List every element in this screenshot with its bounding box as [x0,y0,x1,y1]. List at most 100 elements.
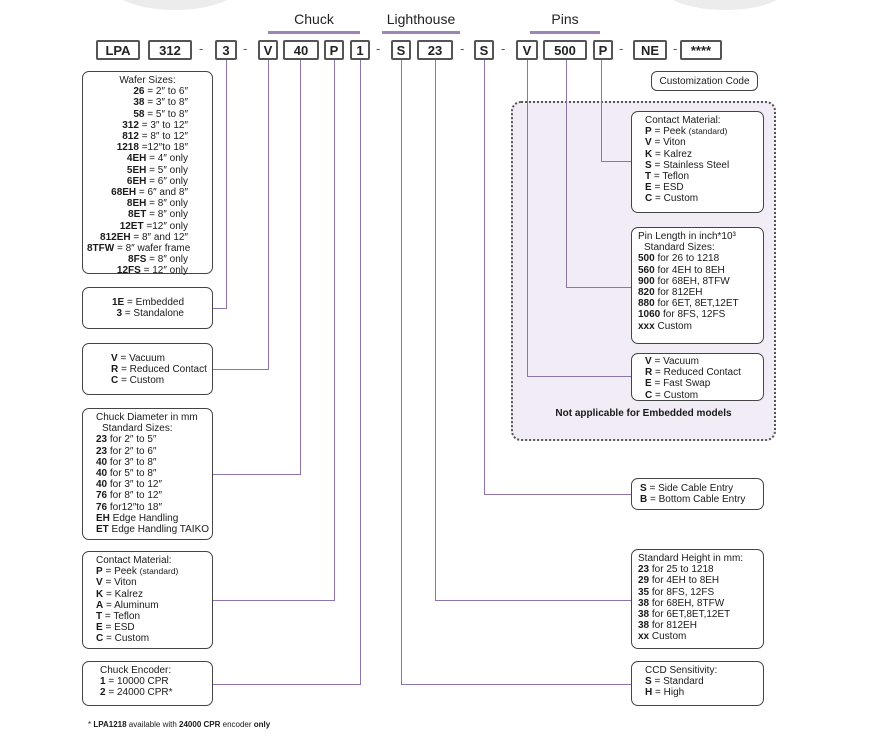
option-row: T = Teflon [96,611,208,622]
not-applicable-note: Not applicable for Embedded models [555,408,732,419]
pin-contact-material-box: Contact Material:P = Peek (standard)V = … [631,111,764,213]
option-row: C = Custom [96,633,208,644]
option-row: C = Custom [645,193,759,204]
option-code: 38 [638,597,650,609]
option-description: for12″to 18″ [107,501,163,513]
option-row: 40 for 3″ to 12″ [96,479,208,490]
option-code: 560 [638,264,655,276]
option-description: for 5″ to 8″ [107,468,157,480]
box-subtitle: Standard Sizes: [644,242,715,254]
box-title: Wafer Sizes: [119,75,176,86]
option-code: T [645,171,652,183]
option-description: = Reduced Contact [118,364,207,376]
option-row: S = Stainless Steel [645,160,759,171]
footnote-model: LPA1218 [93,720,127,729]
option-description: for 4EH to 8EH [654,264,725,276]
footnote-prefix: * [88,720,94,729]
option-code: 880 [638,298,655,310]
option-code: 8FS [128,254,147,266]
option-description: = Standard [651,676,704,688]
option-code: 76 [96,490,108,502]
box-title: Contact Material: [645,115,721,126]
option-code: 40 [96,456,108,468]
option-note: (standard) [688,126,728,137]
option-row: 820 for 812EH [638,287,759,298]
option-code: 68EH [111,187,137,199]
option-row: 68EH = 6″ and 8″ [87,187,208,198]
option-description: = Kalrez [103,588,143,600]
connector-line [212,308,227,309]
option-description: for 2″ to 5″ [107,434,157,446]
option-code: 6EH [126,175,147,187]
option-description: = Teflon [651,171,690,183]
option-code: V [96,577,103,589]
option-row: V = Viton [96,577,208,588]
option-description: = 6″ and 8″ [136,187,188,199]
option-description: = 2″ to 6″ [144,86,188,98]
option-description: = Peek [102,566,140,578]
background-shape-left [110,0,240,10]
option-description: = 12″ only [140,265,188,277]
option-description: = Stainless Steel [651,159,730,171]
option-row: C = Custom [111,375,208,386]
option-row: 8TFW = 8″ wafer frame [87,243,208,254]
option-code: xxx [638,320,655,332]
separator-dash: - [460,41,465,56]
option-code: 4EH [126,153,147,165]
option-description: = Bottom Cable Entry [647,494,746,506]
group-underline-pins [530,31,600,34]
option-description: for 812EH [654,287,703,299]
option-code: 40 [96,479,108,491]
option-code: 23 [96,434,108,446]
option-row: 40 for 3″ to 8″ [96,457,208,468]
option-description: = 3″ to 12″ [138,119,188,131]
separator-dash: - [501,41,506,56]
box-title: Standard Height in mm: [638,553,744,564]
option-code: 40 [96,468,108,480]
option-description: = Viton [651,137,686,149]
option-description: = Teflon [102,611,141,623]
option-row: V = Viton [645,137,759,148]
option-row: 12FS = 12″ only [87,265,208,276]
box-title: CCD Sensitivity: [645,665,718,676]
connector-line [212,474,301,475]
option-row: 38 for 6ET,8ET,12ET [638,609,759,620]
box-subtitle: Standard Sizes: [102,423,173,435]
option-code: 23 [96,445,108,457]
option-description: = Side Cable Entry [646,483,734,494]
group-underline-lighthouse [382,31,460,34]
code-box-cable: S [474,40,494,60]
option-code: 26 [133,86,145,98]
option-code: 3 [116,308,122,320]
option-description: = 24000 CPR* [105,687,173,699]
option-description: Edge Handling [109,512,179,524]
option-description: = Custom [103,633,150,645]
option-row: 880 for 6ET, 8ET,12ET [638,298,759,309]
option-row: 312 = 3″ to 12″ [87,120,208,131]
code-box-height: 23 [417,40,453,60]
code-box-pin-material: P [593,40,613,60]
option-description: for 6ET, 8ET,12ET [654,298,739,310]
option-description: for 8FS, 12FS [649,586,715,598]
option-code: A [96,599,104,611]
option-row: 812 = 8″ to 12″ [87,131,208,142]
option-row: C = Custom [645,390,759,401]
code-box-pin-type: V [516,40,538,60]
code-box-wafer: 312 [148,40,192,60]
option-code: E [645,378,652,390]
option-row: P = Peek (standard) [645,126,759,137]
option-row: B = Bottom Cable Entry [640,494,759,505]
option-code: 812 [122,131,139,143]
option-code: 1 [100,676,106,688]
option-code: 2 [100,687,106,699]
option-code: 900 [638,275,655,287]
option-row: 12ET =12″ only [87,221,208,232]
option-row: 76 for12″to 18″ [96,502,208,513]
option-description: = Fast Swap [651,378,711,390]
option-description: =12″to 18″ [138,142,188,154]
background-shape-right [660,0,790,10]
option-row: 26 = 2″ to 6″ [87,86,208,97]
option-code: S [645,676,652,688]
option-row: 40 for 5″ to 8″ [96,468,208,479]
option-row: 23 for 2″ to 5″ [96,434,208,445]
